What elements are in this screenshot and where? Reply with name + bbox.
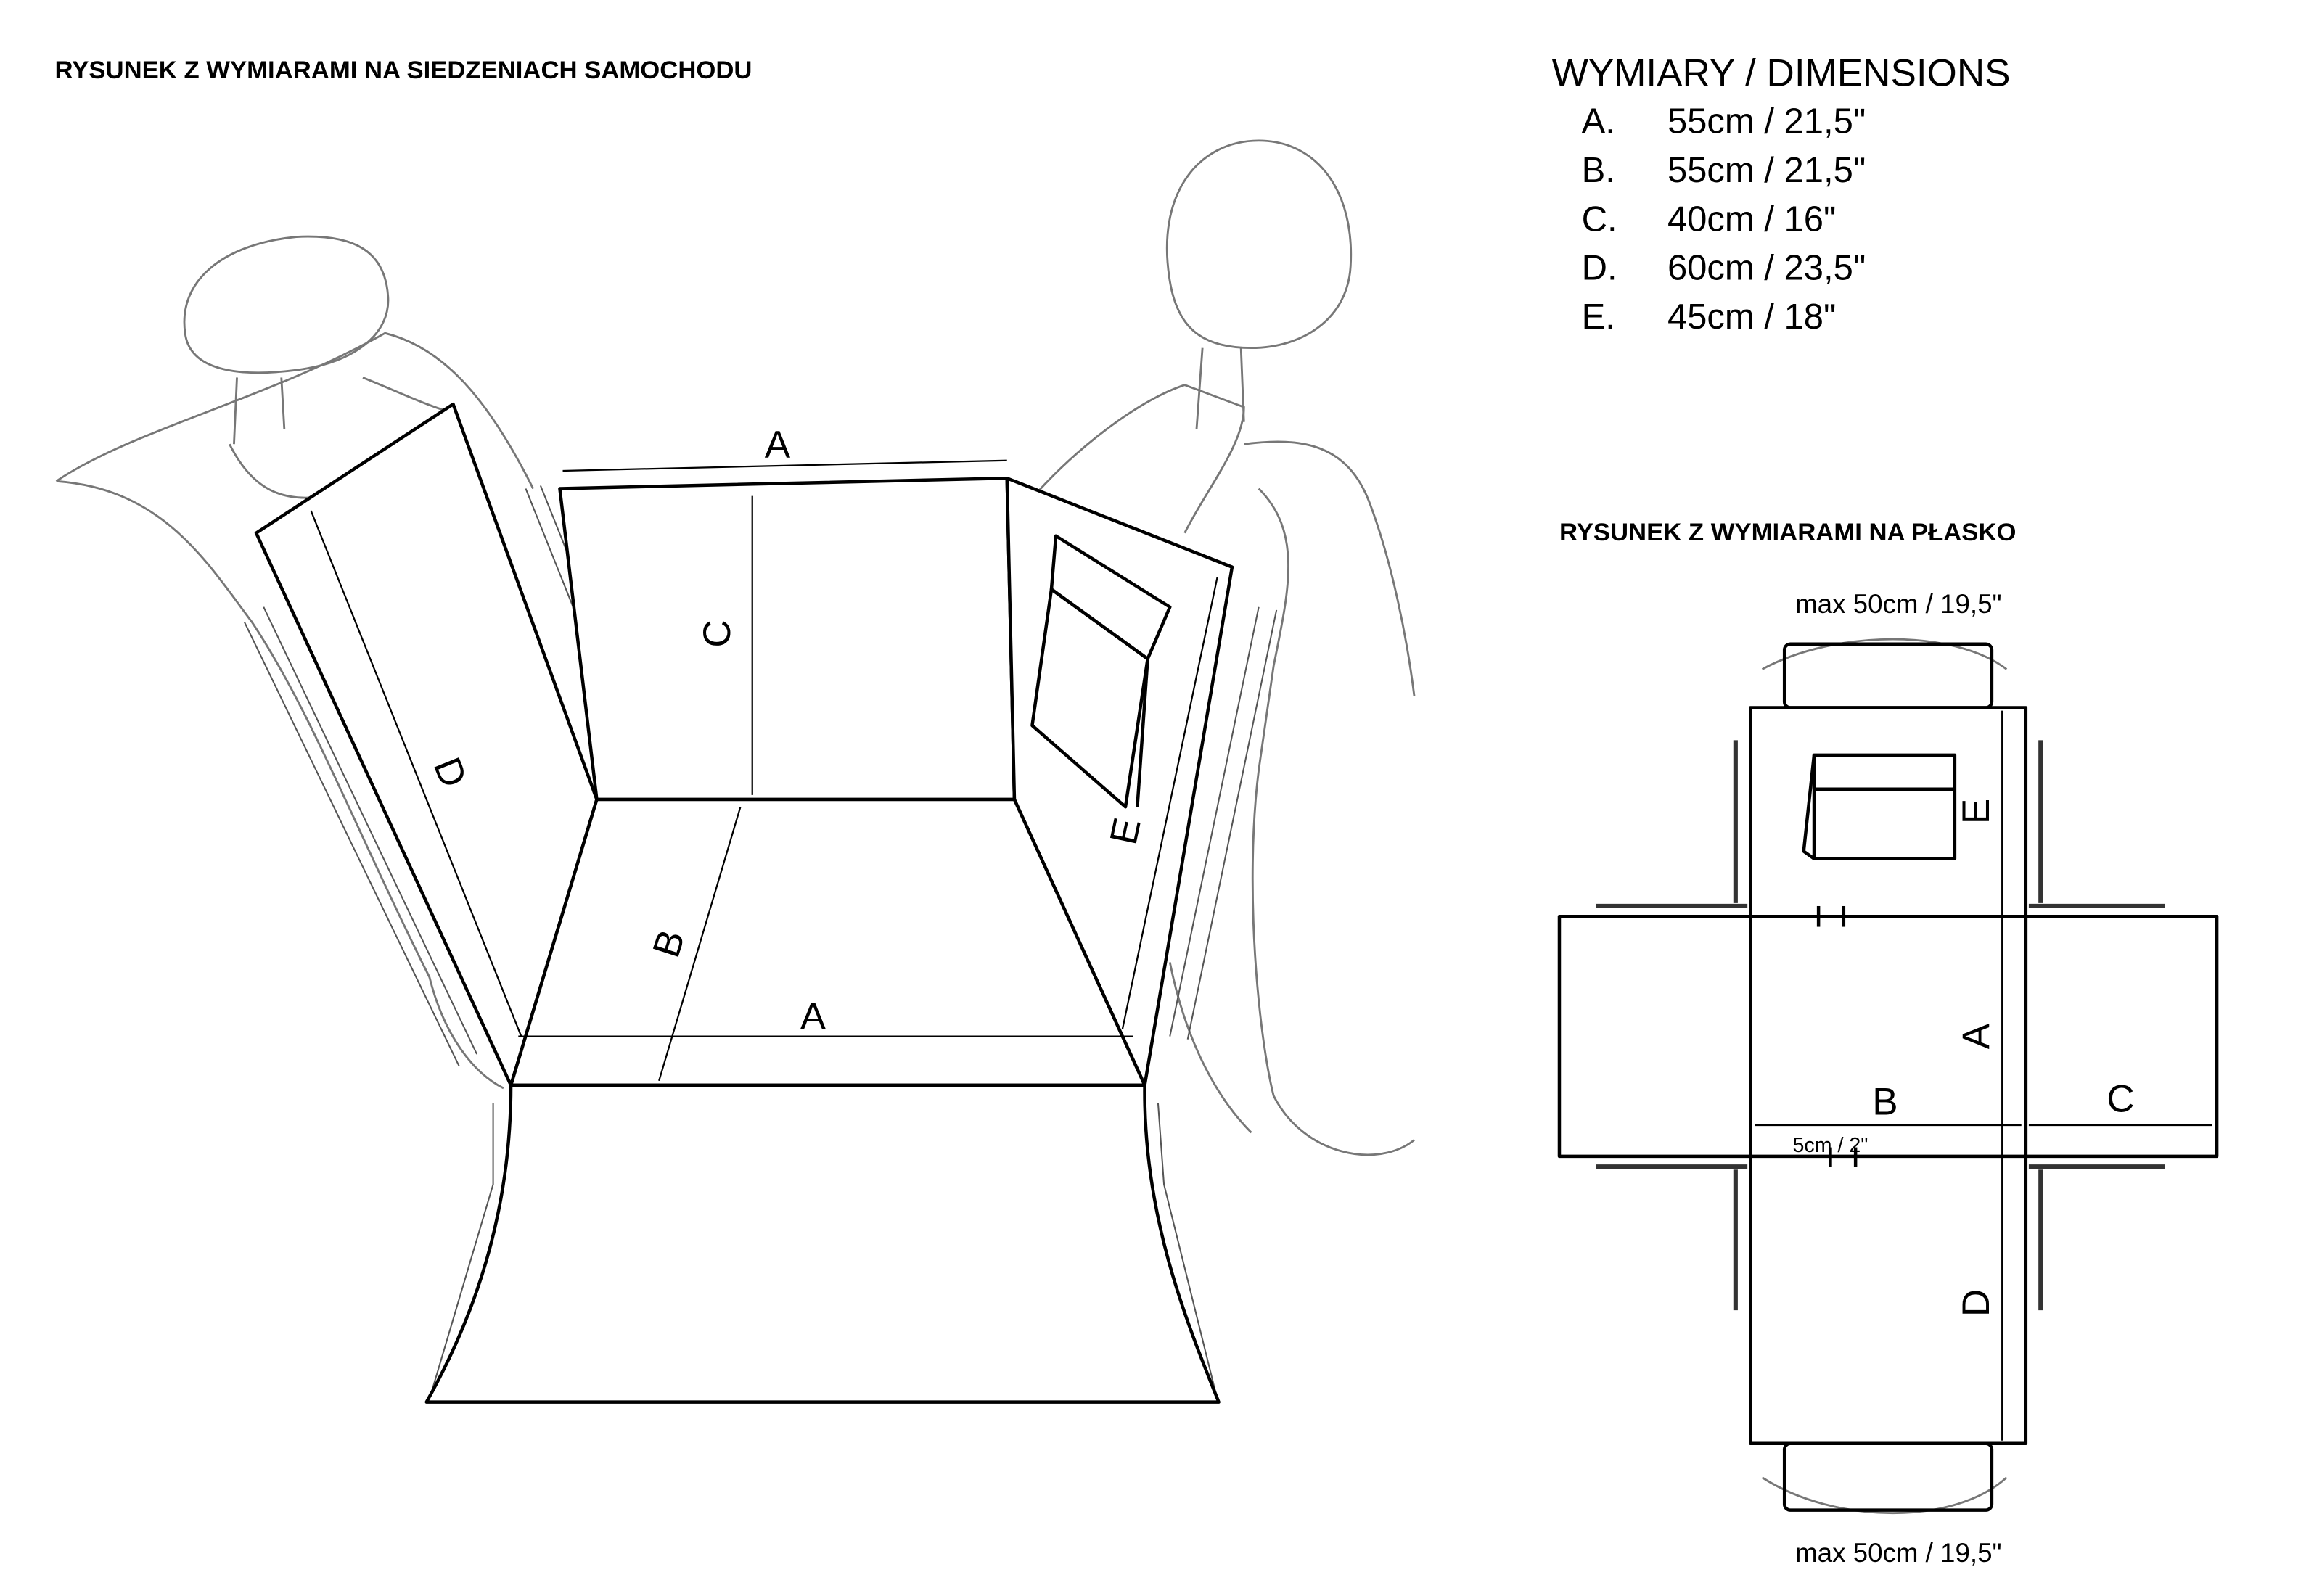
flat-label-d: D	[1955, 1289, 1998, 1317]
dim-letter-d: D.	[1582, 249, 1617, 288]
dimensions-list: A. 55cm / 21,5" B. 55cm / 21,5" C. 40cm …	[1582, 102, 1866, 337]
dim-value-d: 60cm / 23,5"	[1667, 249, 1866, 288]
dim-value-e: 45cm / 18"	[1667, 297, 1836, 337]
dim-value-a: 55cm / 21,5"	[1667, 102, 1866, 141]
flat-drawing	[1557, 638, 2219, 1515]
dimensions-title: WYMIARY / DIMENSIONS	[1552, 52, 2011, 94]
gap-label: 5cm / 2"	[1793, 1134, 1868, 1157]
dim-letter-b: B.	[1582, 151, 1615, 190]
dim-letter-e: E.	[1582, 297, 1615, 337]
headrest-strap-bottom	[1782, 1441, 1994, 1512]
flat-label-e: E	[1955, 799, 1998, 824]
pocket	[1802, 753, 1957, 860]
right-wing	[2024, 915, 2219, 1159]
max-strap-top: max 50cm / 19,5"	[1795, 589, 2001, 619]
footwell-apron	[424, 1083, 1221, 1404]
flat-label-c: C	[2106, 1078, 2134, 1121]
dim-letter-a: A.	[1582, 102, 1615, 141]
dim-value-b: 55cm / 21,5"	[1667, 151, 1866, 190]
flat-drawing-title: RYSUNEK Z WYMIARAMI NA PŁASKO	[1559, 519, 2017, 546]
seat-label-c: C	[696, 620, 739, 647]
seat-label-a-top: A	[765, 424, 791, 466]
seat-drawing-title: RYSUNEK Z WYMIARAMI NA SIEDZENIACH SAMOC…	[55, 57, 752, 84]
headrest-strap-top	[1782, 642, 1994, 709]
zippers	[1596, 740, 2165, 1311]
dim-value-c: 40cm / 16"	[1667, 200, 1836, 239]
seat-cover	[254, 402, 1234, 1404]
zipper-right	[428, 606, 1278, 1399]
backrest-panel	[558, 476, 1017, 802]
dim-letter-c: C.	[1582, 200, 1617, 239]
flat-label-b: B	[1872, 1081, 1898, 1124]
center-panel	[1749, 706, 2028, 1446]
car-seats-outline	[55, 139, 1416, 1156]
pocket	[1030, 534, 1172, 809]
max-strap-bottom: max 50cm / 19,5"	[1795, 1538, 2001, 1568]
flat-label-a: A	[1955, 1023, 1998, 1049]
seat-dimension-lines	[310, 459, 1218, 1082]
seat-label-a-bottom: A	[800, 995, 826, 1037]
left-wing	[1557, 915, 1752, 1159]
